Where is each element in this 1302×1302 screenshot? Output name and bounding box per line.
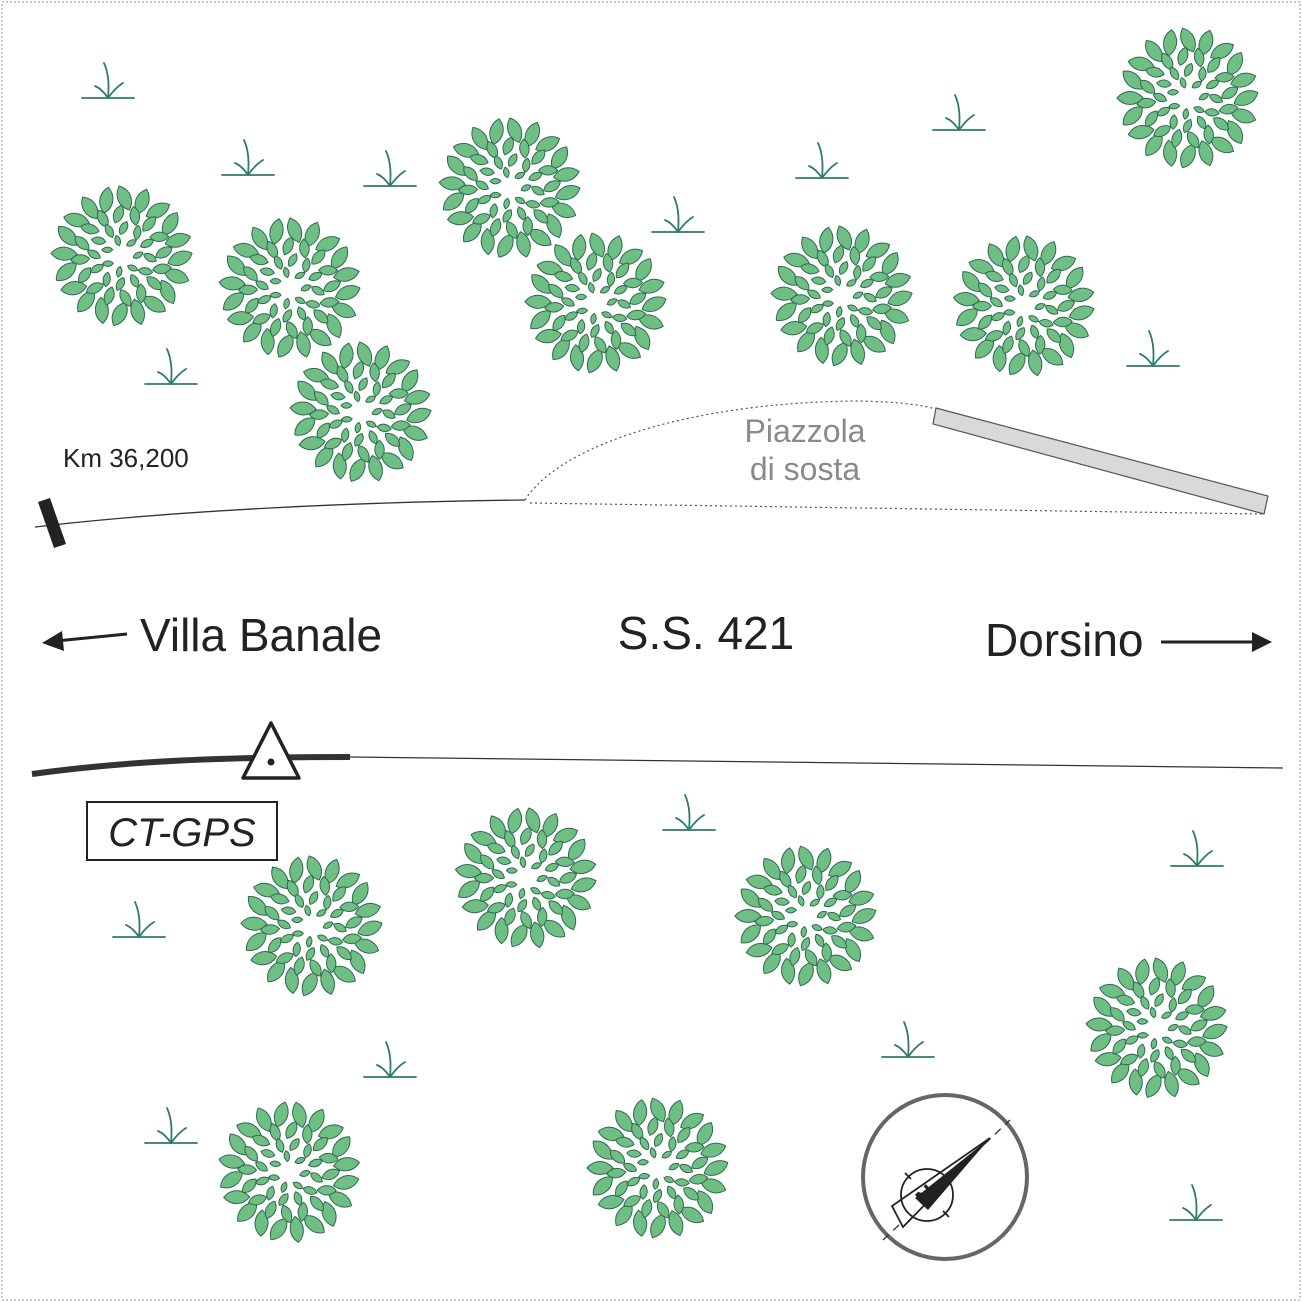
grass-tuft-icon [221, 139, 275, 176]
grass-tuft-icon [81, 62, 135, 99]
tree-icon [218, 217, 361, 358]
kilometer-post-icon [38, 498, 66, 548]
station-code: CT-GPS [108, 811, 256, 855]
road-north-edge [34, 499, 526, 528]
grass-tuft-icon [112, 901, 166, 938]
tree-layer [50, 27, 1259, 1244]
tree-icon [734, 845, 877, 987]
grass-tuft-icon [144, 348, 198, 385]
arrow-left-icon [42, 631, 128, 651]
east-destination: Dorsino [985, 614, 1144, 666]
station-label-box [86, 801, 278, 861]
grass-tuft-icon [795, 142, 849, 179]
grass-tuft-icon [144, 1107, 198, 1144]
grass-tuft-icon [662, 794, 716, 831]
north-arrow-compass-icon: N [861, 1093, 1029, 1261]
rest-area-label-line1: Piazzola [745, 413, 866, 449]
tree-icon [1085, 957, 1228, 1098]
guardrail [932, 407, 1269, 515]
grass-tuft-icon [881, 1021, 935, 1058]
road-name: S.S. 421 [618, 607, 794, 659]
grass-tuft-icon [1126, 330, 1180, 367]
grass-layer [81, 62, 1224, 1221]
tree-icon [240, 855, 383, 997]
tree-icon [770, 225, 913, 367]
tree-icon [586, 1097, 729, 1239]
grass-tuft-icon [932, 94, 986, 131]
grass-tuft-icon [1170, 830, 1224, 867]
west-destination: Villa Banale [140, 609, 382, 661]
tree-icon [50, 185, 193, 327]
gps-station-triangle-icon [241, 721, 301, 780]
road-south-edge [349, 756, 1284, 769]
tree-icon [289, 341, 432, 482]
rest-area-road-edge [529, 502, 1263, 515]
grass-tuft-icon [363, 1041, 417, 1078]
tree-icon [454, 807, 597, 949]
grass-tuft-icon [651, 196, 705, 233]
grass-tuft-icon [363, 150, 417, 187]
tree-icon [524, 232, 667, 374]
tree-icon [1116, 27, 1259, 169]
tree-icon [952, 235, 1095, 377]
road-south-edge-bold [31, 754, 351, 777]
rest-area-outline [524, 400, 939, 501]
km-marker-label: Km 36,200 [63, 443, 189, 473]
arrow-right-icon [1161, 632, 1272, 652]
tree-icon [438, 117, 581, 258]
tree-icon [218, 1101, 361, 1244]
grass-tuft-icon [1169, 1184, 1223, 1221]
rest-area-label-line2: di sosta [750, 451, 860, 487]
